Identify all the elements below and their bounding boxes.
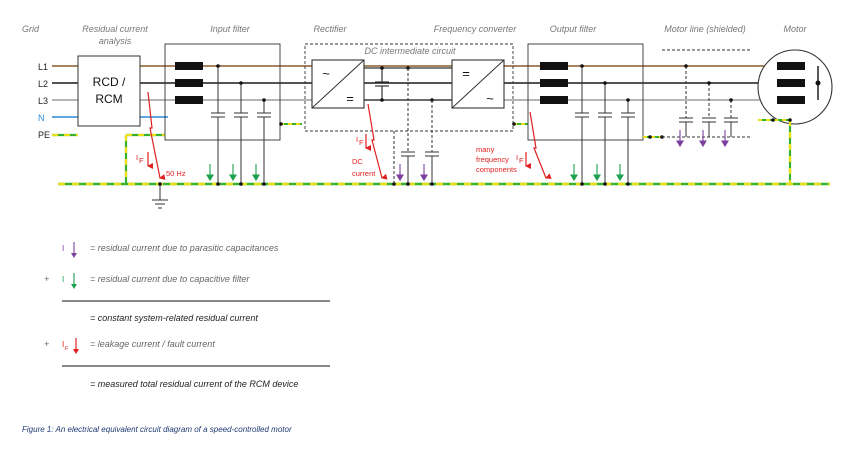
wire-label-pe: PE	[38, 130, 50, 140]
svg-text:F: F	[519, 156, 524, 165]
pe-stub-converter	[512, 122, 528, 126]
wire-label-n: N	[38, 113, 45, 123]
svg-text:I: I	[62, 275, 64, 284]
legend-constant-text: = constant system-related residual curre…	[90, 313, 258, 323]
input-filter-box	[164, 43, 281, 141]
input-filter-capacitors	[211, 66, 271, 184]
header-frequency-converter: Frequency converter	[434, 24, 518, 34]
legend-measured-text: = measured total residual current of the…	[90, 379, 298, 389]
inverter-dc-symbol: =	[462, 66, 470, 81]
rcd-label-line1: RCD /	[93, 75, 126, 89]
label-many: many	[476, 145, 495, 154]
svg-text:I: I	[136, 153, 138, 162]
svg-text:F: F	[139, 156, 144, 165]
svg-text:F: F	[359, 138, 364, 147]
pe-stub-filter	[279, 122, 302, 126]
fault-arrow-grid	[147, 91, 166, 180]
legend-parasitic: I = residual current due to parasitic ca…	[62, 242, 279, 258]
rectifier-diagonal	[311, 59, 365, 109]
svg-text:F: F	[65, 346, 69, 352]
dc-ground-dots	[392, 182, 434, 186]
header-analysis: analysis	[99, 36, 132, 46]
figure-caption: Figure 1: An electrical equivalent circu…	[22, 425, 292, 434]
purple-currents-dc	[396, 164, 428, 182]
header-motor-line: Motor line (shielded)	[664, 24, 746, 34]
rcd-box	[77, 55, 141, 127]
header-input-filter: Input filter	[210, 24, 251, 34]
rectifier-ac-symbol: ~	[322, 66, 330, 81]
header-motor: Motor	[783, 24, 807, 34]
if-label-output: I F	[516, 152, 531, 169]
legend-capacitive: + I = residual current due to capacitive…	[44, 273, 250, 289]
inverter-diagonal	[451, 59, 505, 109]
purple-currents-motor-line	[676, 130, 729, 148]
pe-upper-wire	[52, 133, 165, 184]
dc-parasitic-cap-plates	[401, 151, 439, 184]
ground-node	[158, 182, 162, 186]
label-components: components	[476, 165, 517, 174]
svg-text:I: I	[356, 135, 358, 144]
green-currents-output	[570, 164, 624, 182]
header-grid: Grid	[22, 24, 40, 34]
svg-text:I: I	[516, 153, 518, 162]
inverter-ac-symbol: ~	[486, 91, 494, 106]
dc-parasitic-capacitors	[407, 68, 433, 152]
label-dc: DC	[352, 157, 363, 166]
output-filter-inductors	[540, 62, 568, 104]
motor-windings	[777, 62, 821, 104]
output-filter-capacitors	[575, 66, 635, 184]
if-label-dc: I F	[356, 134, 371, 151]
wire-label-l3: L3	[38, 96, 48, 106]
motor-pe	[758, 118, 792, 184]
label-frequency: frequency	[476, 155, 509, 164]
svg-text:I: I	[62, 244, 64, 253]
label-50hz: 50 Hz	[166, 169, 186, 178]
if-label-grid: I F	[136, 152, 153, 169]
green-currents-input	[206, 164, 260, 182]
rcd-label-line2: RCM	[95, 92, 122, 106]
dc-bus-dots	[380, 66, 434, 102]
motor-line-shield	[662, 49, 752, 138]
header-dc-intermediate: DC intermediate circuit	[364, 46, 456, 56]
output-filter-box	[527, 43, 644, 141]
pe-stub-output	[643, 135, 664, 139]
fault-arrow-output	[529, 111, 552, 179]
header-output-filter: Output filter	[550, 24, 598, 34]
label-current: current	[352, 169, 376, 178]
motor-line-capacitors	[679, 66, 738, 137]
legend-parasitic-text: = residual current due to parasitic capa…	[90, 243, 279, 253]
wire-label-l2: L2	[38, 79, 48, 89]
wire-label-l1: L1	[38, 62, 48, 72]
output-filter-dots	[580, 64, 630, 186]
legend-leakage-text: = leakage current / fault current	[90, 339, 215, 349]
legend-leakage: + I F = leakage current / fault current	[44, 338, 215, 354]
dc-intermediate-box	[304, 43, 514, 132]
ground-symbol	[152, 184, 168, 209]
header-rectifier: Rectifier	[313, 24, 347, 34]
fault-arrow-dc	[367, 103, 388, 180]
svg-text:+: +	[44, 339, 49, 349]
motor-line-dots	[684, 64, 733, 102]
rectifier-dc-symbol: =	[346, 91, 354, 106]
legend-capacitive-text: = residual current due to capacitive fil…	[90, 274, 250, 284]
input-filter-dots	[216, 64, 266, 186]
svg-text:I: I	[62, 340, 64, 349]
svg-text:+: +	[44, 274, 49, 284]
input-filter-inductors	[175, 62, 203, 104]
header-residual-current: Residual current	[82, 24, 148, 34]
